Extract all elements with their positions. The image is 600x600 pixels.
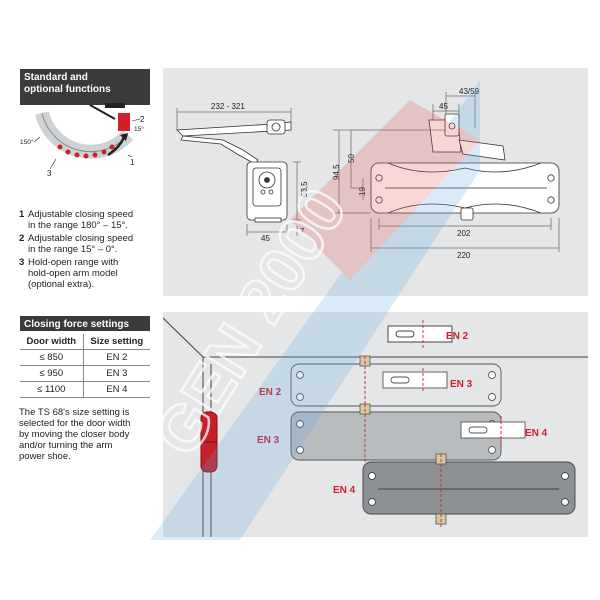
diagram-label-15deg: 15° bbox=[134, 125, 144, 133]
table-row: ≤ 850 EN 2 bbox=[20, 349, 150, 366]
label-en3-left: EN 3 bbox=[257, 435, 280, 446]
standard-header-line2: optional functions bbox=[24, 84, 111, 95]
dim-220: 220 bbox=[457, 251, 471, 260]
dim-50: 50 bbox=[347, 154, 356, 163]
closing-range-diagram: 2 15° 1 3 150° bbox=[20, 97, 150, 178]
diagram-label-1: 1 bbox=[130, 158, 135, 167]
dim-232-321: 232 - 321 bbox=[211, 102, 245, 111]
dim-19: 19 bbox=[358, 187, 367, 196]
closing-force-note: The TS 68's size setting is selected for… bbox=[19, 407, 131, 462]
function-item-1-num: 1 bbox=[19, 209, 25, 220]
dim-94-5: 94,5 bbox=[332, 164, 341, 180]
label-en4-right: EN 4 bbox=[525, 428, 548, 439]
function-item-3-line1: Hold-open range with bbox=[28, 257, 119, 268]
diagram-label-150deg: 150° bbox=[20, 138, 34, 146]
table-header-row: Door width Size setting bbox=[20, 334, 150, 350]
function-item-1-line2: in the range 180° – 15°. bbox=[28, 220, 129, 231]
dim-53-5: 53,5 bbox=[300, 181, 309, 197]
function-item-1-line1: Adjustable closing speed bbox=[28, 209, 134, 220]
diagram-label-2: 2 bbox=[140, 115, 145, 124]
function-item-3-line3: (optional extra). bbox=[28, 279, 95, 290]
table-row: ≤ 950 EN 3 bbox=[20, 365, 150, 382]
dim-43-59: 43/59 bbox=[459, 87, 480, 96]
function-item-3-num: 3 bbox=[19, 257, 25, 268]
mounting-drawing: EN 2 EN 2 EN 3 EN 3 EN 4 EN 4 bbox=[163, 317, 588, 537]
closing-force-table: Door width Size setting ≤ 850 EN 2 ≤ 950… bbox=[20, 334, 150, 398]
standard-functions-header: Standard and optional functions bbox=[20, 69, 150, 97]
diagram-label-3: 3 bbox=[47, 169, 52, 178]
dim-202: 202 bbox=[457, 229, 471, 238]
function-item-2-line1: Adjustable closing speed bbox=[28, 233, 134, 244]
dimension-drawing: 232 - 321 53,5 7 45 43/59 bbox=[176, 87, 560, 260]
label-en4-bottom: EN 4 bbox=[333, 485, 356, 496]
col-door-width: Door width bbox=[20, 334, 84, 350]
standard-header-line1: Standard and bbox=[24, 72, 88, 83]
label-en2-left: EN 2 bbox=[259, 387, 282, 398]
label-en2-top: EN 2 bbox=[446, 331, 469, 342]
col-size-setting: Size setting bbox=[83, 334, 150, 350]
closing-force-header: Closing force settings bbox=[20, 316, 150, 331]
dim-45-bottom: 45 bbox=[261, 234, 270, 243]
function-item-2-num: 2 bbox=[19, 233, 25, 244]
function-item-3-line2: hold-open arm model bbox=[28, 268, 118, 279]
dim-7: 7 bbox=[300, 227, 305, 236]
table-row: ≤ 1100 EN 4 bbox=[20, 381, 150, 398]
dim-45-top: 45 bbox=[439, 102, 448, 111]
label-en3-right: EN 3 bbox=[450, 379, 473, 390]
function-item-2-line2: in the range 15° – 0°. bbox=[28, 244, 118, 255]
